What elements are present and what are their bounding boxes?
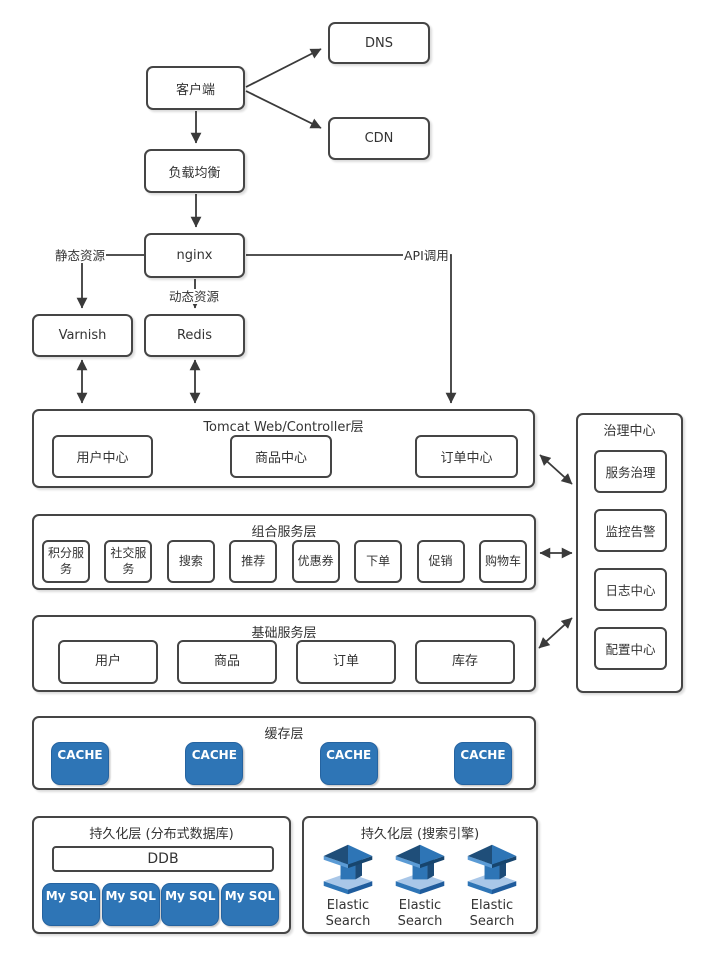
node-promotion: 促销 xyxy=(416,540,465,583)
layer-basic-services: 基础服务层 用户 商品 订单 库存 xyxy=(32,615,536,692)
node-config-center: 配置中心 xyxy=(594,627,667,670)
edge-label-dynamic-resources: 动态资源 xyxy=(168,289,221,304)
node-recommend: 推荐 xyxy=(229,540,278,583)
node-order-center: 订单中心 xyxy=(415,435,518,478)
layer-persistence-db: 持久化层 (分布式数据库) DDB My SQL My SQL My SQL M… xyxy=(32,816,291,934)
elasticsearch-icon xyxy=(467,844,517,895)
node-product-service: 商品 xyxy=(177,640,277,684)
elasticsearch-icon xyxy=(323,844,373,895)
node-social-service: 社交服务 xyxy=(104,540,153,583)
elasticsearch-node: Elastic Search xyxy=(460,844,524,929)
layer-persistence-search: 持久化层 (搜索引擎) Elastic Search xyxy=(302,816,538,934)
node-cache-1: CACHE xyxy=(51,742,109,785)
node-cdn: CDN xyxy=(328,117,430,160)
node-mysql-4: My SQL xyxy=(220,883,279,926)
layer-basic-title: 基础服务层 xyxy=(251,626,317,641)
elasticsearch-label: Elastic Search xyxy=(397,898,443,929)
edge-label-static-resources: 静态资源 xyxy=(54,248,107,263)
layer-persistence-db-title: 持久化层 (分布式数据库) xyxy=(89,827,234,842)
node-nginx: nginx xyxy=(144,233,245,278)
edge-client-dns xyxy=(245,48,322,88)
elasticsearch-label: Elastic Search xyxy=(325,898,371,929)
edge-basic-governance xyxy=(538,617,573,649)
elasticsearch-label: Elastic Search xyxy=(469,898,515,929)
node-monitoring-alerting: 监控告警 xyxy=(594,509,667,552)
edge-tomcat-governance xyxy=(539,454,573,485)
edge-client-cdn xyxy=(245,90,322,129)
layer-composite-services: 组合服务层 积分服务 社交服务 搜索 推荐 优惠券 下单 促销 购物车 xyxy=(32,514,536,590)
node-cache-3: CACHE xyxy=(319,742,378,785)
node-redis: Redis xyxy=(144,314,245,357)
node-user-service: 用户 xyxy=(58,640,158,684)
node-cache-2: CACHE xyxy=(185,742,244,785)
elasticsearch-node: Elastic Search xyxy=(316,844,380,929)
node-cache-4: CACHE xyxy=(453,742,512,785)
layer-tomcat: Tomcat Web/Controller层 用户中心 商品中心 订单中心 xyxy=(32,409,535,488)
layer-persistence-search-title: 持久化层 (搜索引擎) xyxy=(360,827,480,842)
edge-nginx-api-tomcat xyxy=(246,254,457,404)
elasticsearch-node: Elastic Search xyxy=(388,844,452,929)
node-mysql-3: My SQL xyxy=(161,883,220,926)
layer-governance-title: 治理中心 xyxy=(603,424,656,439)
node-varnish: Varnish xyxy=(32,314,133,357)
layer-governance-center: 治理中心 服务治理 监控告警 日志中心 配置中心 xyxy=(576,413,683,693)
node-mysql-1: My SQL xyxy=(42,883,100,926)
elasticsearch-icon xyxy=(395,844,445,895)
node-search: 搜索 xyxy=(166,540,215,583)
layer-composite-title: 组合服务层 xyxy=(251,525,317,540)
node-load-balancer: 负载均衡 xyxy=(144,149,245,193)
node-service-governance: 服务治理 xyxy=(594,450,667,493)
node-mysql-2: My SQL xyxy=(101,883,160,926)
node-client: 客户端 xyxy=(146,66,245,110)
node-log-center: 日志中心 xyxy=(594,568,667,611)
node-shopping-cart: 购物车 xyxy=(478,540,527,583)
node-inventory-service: 库存 xyxy=(415,640,515,684)
node-coupon: 优惠券 xyxy=(291,540,340,583)
edge-label-api-call: API调用 xyxy=(403,248,450,263)
node-ddb: DDB xyxy=(52,846,274,872)
layer-cache-title: 缓存层 xyxy=(264,727,304,742)
node-user-center: 用户中心 xyxy=(52,435,153,478)
node-order-service: 订单 xyxy=(296,640,396,684)
node-dns: DNS xyxy=(328,22,430,64)
node-place-order: 下单 xyxy=(354,540,403,583)
node-points-service: 积分服务 xyxy=(42,540,90,583)
layer-tomcat-title: Tomcat Web/Controller层 xyxy=(203,420,364,435)
node-product-center: 商品中心 xyxy=(230,435,332,478)
layer-cache: 缓存层 CACHE CACHE CACHE CACHE xyxy=(32,716,536,790)
